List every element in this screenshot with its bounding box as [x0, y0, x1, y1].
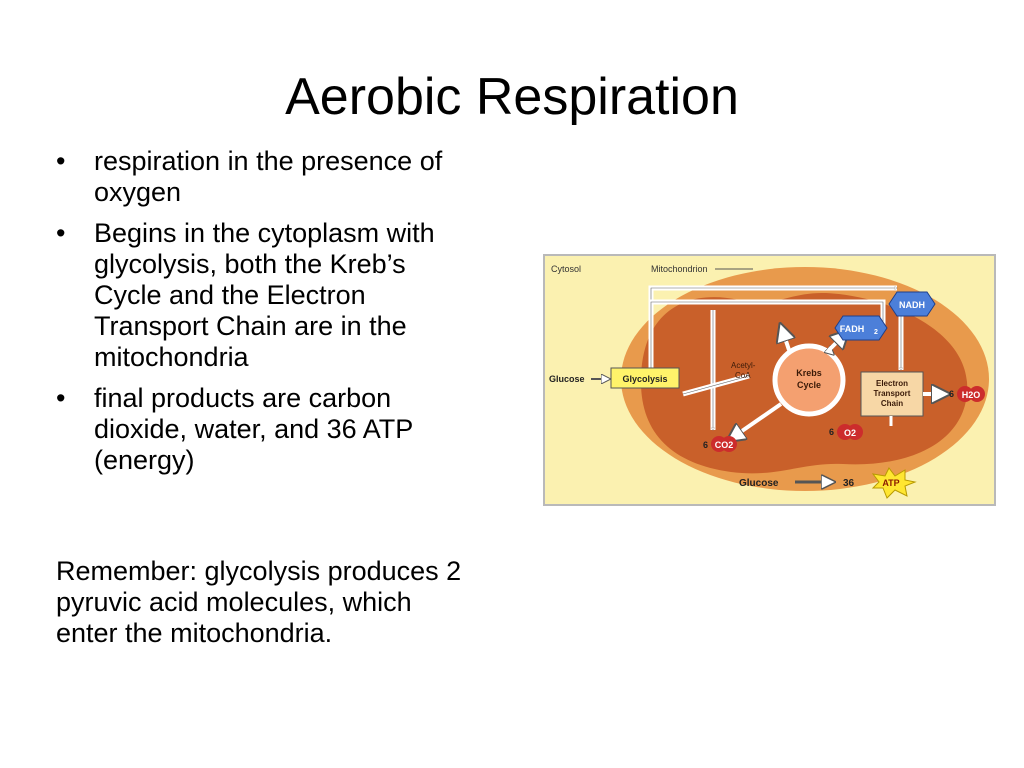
bullet-item: • respiration in the presence of oxygen	[56, 146, 466, 208]
co2-molecule-2	[721, 436, 737, 452]
bullet-text: respiration in the presence of oxygen	[94, 146, 443, 207]
nadh-molecule	[888, 291, 936, 317]
atp-burst	[871, 467, 917, 499]
etc-label-line2: Transport	[874, 389, 911, 398]
etc-label-line3: Chain	[881, 399, 903, 408]
co2-count: 6	[703, 440, 708, 450]
h2o-molecule-2	[969, 386, 985, 402]
bullet-text: final products are carbon dioxide, water…	[94, 383, 413, 475]
acetyl-coa-label-line1: Acetyl-	[731, 361, 756, 370]
fadh2-label: FADH	[840, 324, 865, 334]
atp-label: ATP	[882, 478, 899, 488]
glucose-input-label: Glucose	[549, 374, 585, 384]
respiration-diagram: Cytosol Mitochondrion Glucose Glycolysis…	[543, 254, 996, 506]
krebs-label-line1: Krebs	[796, 368, 822, 378]
remember-note: Remember: glycolysis produces 2 pyruvic …	[56, 556, 462, 648]
fadh2-molecule	[834, 315, 888, 341]
h2o-label: H2O	[962, 390, 981, 400]
o2-count: 6	[829, 427, 834, 437]
bullet-symbol: •	[56, 218, 66, 248]
h2o-count: 6	[949, 389, 954, 399]
bottom-glucose-label: Glucose	[739, 478, 779, 489]
h2o-molecule-1	[957, 386, 973, 402]
co2-label: CO2	[715, 440, 734, 450]
bullet-symbol: •	[56, 146, 66, 176]
mitochondrion-label: Mitochondrion	[651, 264, 708, 274]
atp-count: 36	[843, 478, 855, 489]
slide-title: Aerobic Respiration	[285, 68, 739, 126]
fadh2-subscript: 2	[874, 329, 878, 336]
etc-label-line1: Electron	[876, 379, 908, 388]
o2-molecule-2	[847, 424, 863, 440]
acetyl-coa-label-line2: CoA	[735, 371, 751, 380]
krebs-label-line2: Cycle	[797, 380, 821, 390]
bullet-text: Begins in the cytoplasm with glycolysis,…	[94, 218, 435, 372]
bullet-item: • Begins in the cytoplasm with glycolysi…	[56, 218, 466, 373]
o2-label: O2	[844, 428, 856, 438]
bullet-item: • final products are carbon dioxide, wat…	[56, 383, 466, 476]
nadh-label: NADH	[899, 300, 925, 310]
bullet-symbol: •	[56, 383, 66, 413]
cytosol-label: Cytosol	[551, 264, 581, 274]
glycolysis-label: Glycolysis	[622, 374, 667, 384]
glycolysis-box	[610, 367, 680, 389]
bullet-list: • respiration in the presence of oxygen …	[56, 146, 466, 486]
